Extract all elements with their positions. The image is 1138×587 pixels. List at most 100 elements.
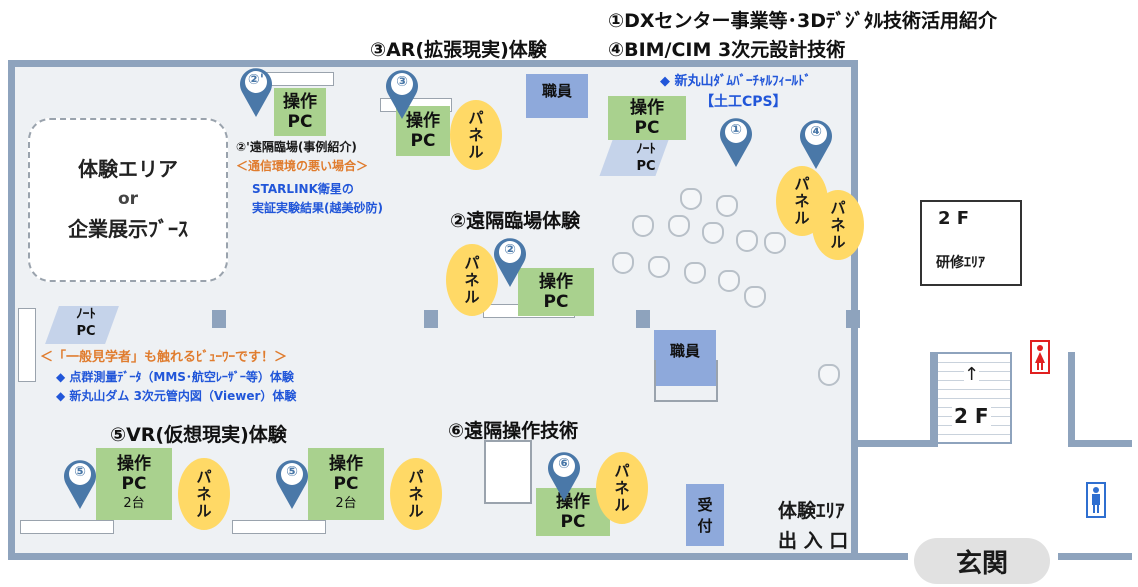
pc-label-bottom: PC [634,118,660,138]
wall [1068,440,1132,447]
desk [20,520,114,534]
pillar [212,310,226,328]
zone-title: 体験エリア [78,157,178,181]
panel-char-2: ネ [464,270,480,289]
pc-label-top: 操作 [117,454,151,474]
viewer-notes-item2: ◆ 新丸山ダム 3次元管内図（Viewer）体験 [56,389,297,403]
pc-label-bottom: PC [410,131,436,151]
staff-counter-top: 職員 [526,74,588,118]
staff-counter-middle: 職員 [654,330,716,386]
panel-char-3: ル [196,501,212,520]
pin-5-icon: ⑤ [60,454,100,510]
experience-exit-label: 体験ｴﾘｱ 出 入 口 [778,496,848,556]
pin-label: ②' [247,72,265,88]
viewer-notes-item1: ◆ 点群測量ﾃﾞｰﾀ（MMS･航空ﾚｰｻﾞｰ等）体験 [56,370,294,384]
panel-char-2: ネ [614,478,630,497]
operation-pc-remote-example: 操作 PC [274,88,326,136]
panel-char-1: パ [196,467,212,486]
panel-char-2: ネ [794,191,810,210]
panel-char-1: パ [408,467,424,486]
staff-label: 職員 [669,342,700,360]
panel-char-3: ル [468,142,484,161]
operation-pc-remote-site: 操作 PC [518,268,594,316]
panel-vr-2: パ ネ ル [390,458,442,530]
pin-label: ⑤ [286,464,298,480]
laptop-label-line1: ﾉｰﾄ [636,142,656,157]
panel-char-1: パ [830,198,846,217]
seat [680,188,702,210]
panel-char-2: ネ [196,484,212,503]
pin-label: ⑥ [558,456,570,472]
laptop-label-line2: PC [636,159,656,174]
panel-char-2: ネ [468,125,484,144]
reception-char-1: 受 [697,496,713,514]
wall [930,352,937,447]
panel-char-1: パ [794,174,810,193]
remote-example-title: ②'遠隔臨場(事例紹介) [236,140,357,154]
reception-char-2: 付 [697,517,713,535]
virtual-field-line2: 【土工CPS】 [700,94,787,110]
wall [858,440,938,447]
laptop-label-line2: PC [76,324,96,339]
seat [668,215,690,237]
machine-seat [654,360,718,402]
pin-4-icon: ④ [796,114,836,170]
pin-label: ① [730,122,742,138]
desk [18,308,36,382]
panel-char-2: ネ [830,215,846,234]
panel-char-3: ル [830,232,846,251]
laptop-top-right-label: ﾉｰﾄ PC [626,141,666,175]
panel-char-3: ル [464,287,480,306]
seat [736,230,758,252]
panel-char-3: ル [408,501,424,520]
pillar [846,310,860,328]
wall [1068,352,1075,447]
panel-ar: パ ネ ル [450,100,502,170]
pc-label-bottom: PC [333,474,359,494]
laptop-label-line1: ﾉｰﾄ [76,307,96,322]
pin-3-icon: ③ [382,64,422,120]
panel-remote-op: パ ネ ル [596,452,648,524]
seat [612,252,634,274]
panel-char-1: パ [468,108,484,127]
virtual-field-note: ◆ 新丸山ﾀﾞﾑﾊﾞｰﾁｬﾙﾌｨｰﾙﾄﾞ 【土工CPS】 [660,70,811,111]
remote-operation-machine [484,440,532,504]
remote-example-notes: ②'遠隔臨場(事例紹介) ＜通信環境の悪い場合＞ STARLINK衛星の 実証実… [236,138,383,216]
pin-label: ② [504,242,516,258]
pc-label-top: 操作 [283,92,317,112]
seat [764,232,786,254]
pin-6-icon: ⑥ [544,446,584,502]
pin-5-icon: ⑤ [272,454,312,510]
pin-label: ④ [810,124,822,140]
header-bim: ④BIM/CIM 3次元設計技術 [608,39,846,61]
pc-label-bottom: PC [121,474,147,494]
entrance-label: 玄関 [914,538,1050,584]
pc-units: 2台 [335,496,357,511]
men-restroom-icon [1086,482,1106,518]
virtual-field-line1: ◆ 新丸山ﾀﾞﾑﾊﾞｰﾁｬﾙﾌｨｰﾙﾄﾞ [660,74,812,89]
pillar [636,310,650,328]
entrance-text: 玄関 [955,548,1008,579]
header-ar: ③AR(拡張現実)体験 [370,39,547,61]
zone-or: or [117,189,139,209]
pin-2-dash-icon: ②' [236,62,276,118]
pc-label-top: 操作 [406,111,440,131]
pc-units: 2台 [123,496,145,511]
seat [818,364,840,386]
reception-desk: 受 付 [686,484,724,546]
remote-example-warning: ＜通信環境の悪い場合＞ [236,159,369,173]
stairs-label: 2 F [952,404,991,428]
pc-label-top: 操作 [539,272,573,292]
viewer-notes: ＜「一般見学者」も触れるﾋﾞｭｰﾜｰです！＞ ◆ 点群測量ﾃﾞｰﾀ（MMS･航空… [40,346,296,404]
exit-line1: 体験ｴﾘｱ [778,500,845,522]
seat [716,195,738,217]
staff-label: 職員 [541,82,572,100]
operation-pc-vr-1: 操作 PC 2台 [96,448,172,520]
pillar [424,310,438,328]
pin-1-icon: ① [716,112,756,168]
panel-bim-2: パ ネ ル [812,190,864,260]
remote-example-line1: STARLINK衛星の [252,182,354,196]
header-remote-op: ⑥遠隔操作技術 [448,420,579,442]
stairs: ↑ 2 F [936,352,1012,444]
pc-label-bottom: PC [560,512,586,532]
